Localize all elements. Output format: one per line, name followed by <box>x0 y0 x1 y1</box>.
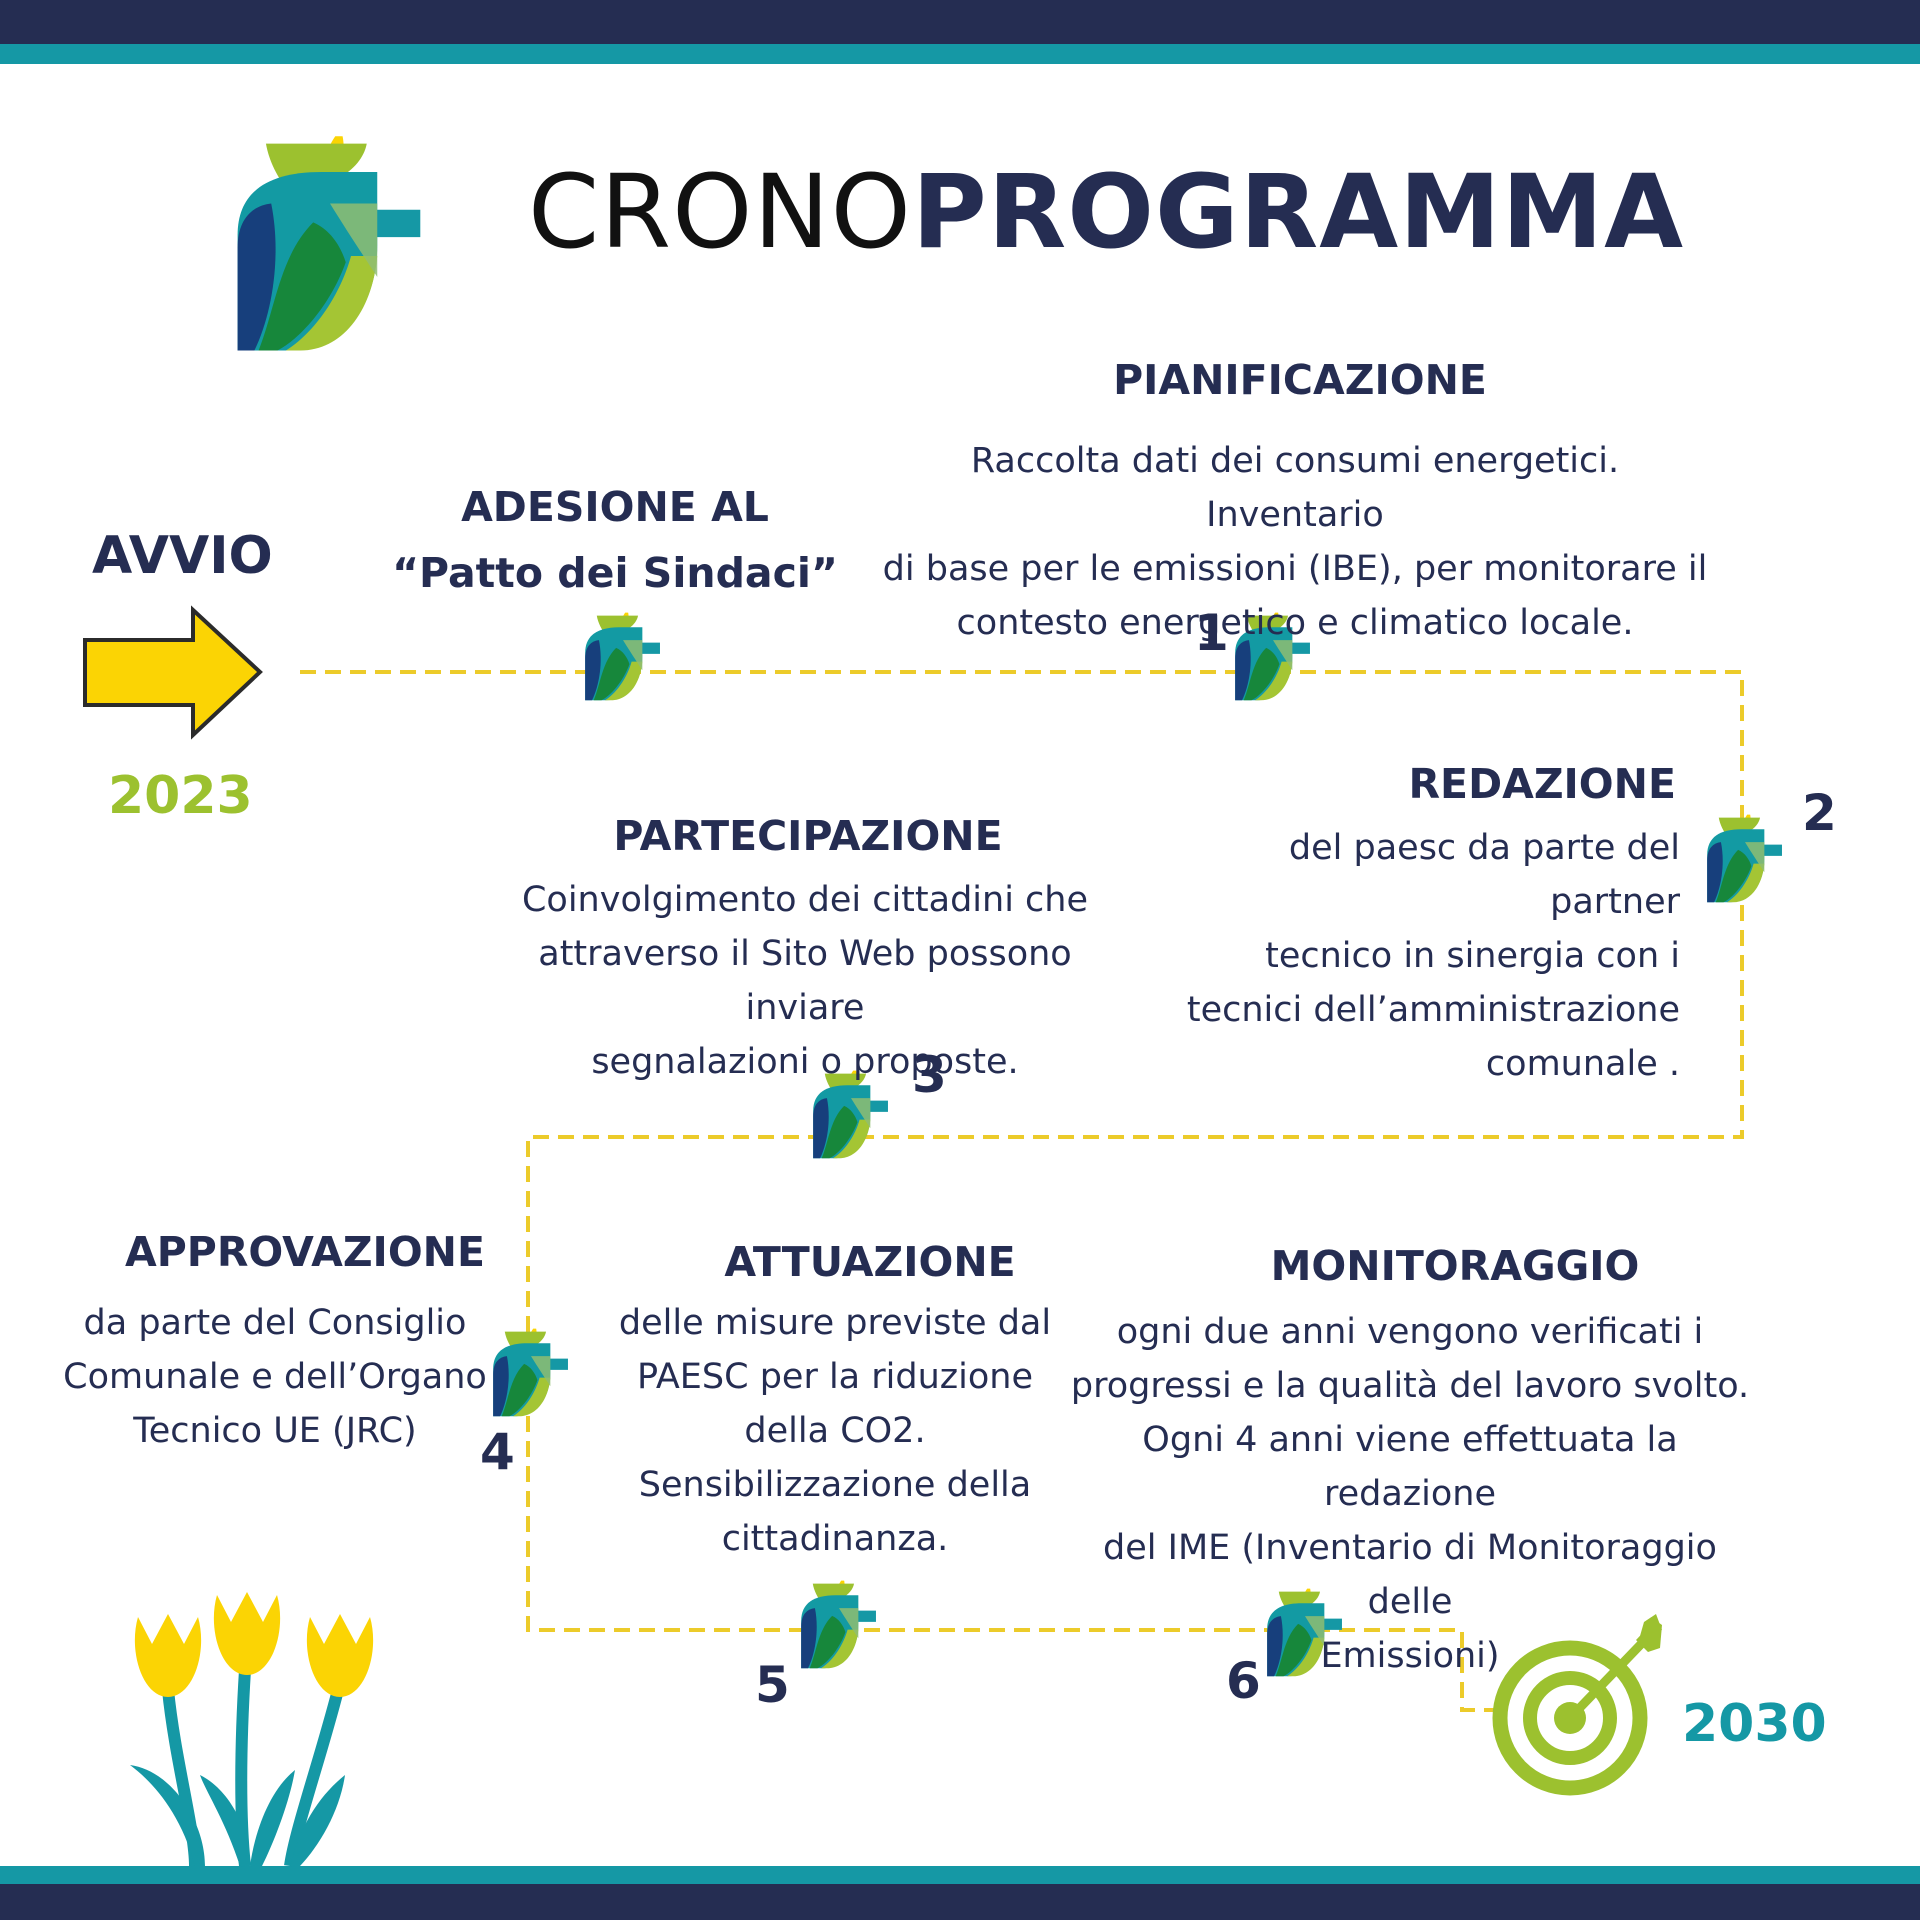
step-line: Comunale e dell’Organo <box>63 1357 487 1397</box>
target-icon <box>1492 1614 1662 1796</box>
page-title-light: CRONO <box>528 153 912 272</box>
step-number-3: 3 <box>912 1046 947 1104</box>
adesione-label: ADESIONE AL “Patto dei Sindaci” <box>390 474 840 606</box>
step-line: delle misure previste dal <box>618 1303 1052 1343</box>
step-line: contesto energetico e climatico locale. <box>956 603 1634 643</box>
step-title-3: PARTECIPAZIONE <box>613 812 1003 860</box>
step-line: da parte del Consiglio <box>83 1303 467 1343</box>
step-line: Coinvolgimento dei cittadini che <box>521 880 1088 920</box>
marker-step5-icon <box>801 1580 876 1669</box>
step-line: segnalazioni o proposte. <box>591 1042 1019 1082</box>
step-title-4: APPROVAZIONE <box>125 1228 485 1276</box>
adesione-line1: ADESIONE AL <box>461 483 769 531</box>
top-band-navy <box>0 0 1920 44</box>
top-band-teal <box>0 44 1920 64</box>
step-number-5: 5 <box>755 1656 790 1714</box>
step-number-1: 1 <box>1194 604 1229 662</box>
step-line: Sensibilizzazione della <box>638 1465 1032 1505</box>
step-text-2: del paesc da parte del partner tecnico i… <box>1150 821 1680 1091</box>
step-text-3: Coinvolgimento dei cittadini che attrave… <box>480 873 1130 1089</box>
step-number-2: 2 <box>1802 784 1837 842</box>
step-line: di base per le emissioni (IBE), per moni… <box>882 549 1708 589</box>
bottom-band-teal <box>0 1866 1920 1884</box>
marker-step2-icon <box>1707 814 1782 903</box>
step-text-5: delle misure previste dal PAESC per la r… <box>600 1296 1070 1566</box>
step-text-4: da parte del Consiglio Comunale e dell’O… <box>55 1296 495 1458</box>
timeline-path <box>300 670 1744 1712</box>
step-line: del IME (Inventario di Monitoraggio dell… <box>1103 1528 1717 1622</box>
step-text-6: ogni due anni vengono verificati i progr… <box>1060 1305 1760 1683</box>
tulips-illustration <box>130 1592 374 1867</box>
step-line: attraverso il Sito Web possono inviare <box>538 934 1072 1028</box>
marker-step4-icon <box>493 1328 568 1417</box>
step-title-2: REDAZIONE <box>1408 760 1676 808</box>
step-title-5: ATTUAZIONE <box>724 1238 1016 1286</box>
step-title-6: MONITORAGGIO <box>1270 1242 1640 1290</box>
start-label: AVVIO <box>92 526 273 586</box>
step-line: Emissioni) <box>1320 1636 1500 1676</box>
step-line: Raccolta dati dei consumi energetici. In… <box>970 441 1620 535</box>
start-year: 2023 <box>108 766 253 826</box>
step-line: cittadinanza. <box>721 1519 949 1559</box>
step-line: Tecnico UE (JRC) <box>133 1411 417 1451</box>
adesione-line2: “Patto dei Sindaci” <box>392 549 838 597</box>
bottom-band-navy <box>0 1884 1920 1920</box>
step-line: Ogni 4 anni viene effettuata la redazion… <box>1142 1420 1678 1514</box>
step-line: del paesc da parte del partner <box>1288 828 1680 922</box>
step-line: comunale . <box>1485 1044 1680 1084</box>
leaf-logo-icon <box>237 136 421 351</box>
marker-adesione-icon <box>585 612 660 701</box>
step-title-1: PIANIFICAZIONE <box>1113 356 1487 404</box>
step-line: ogni due anni vengono verificati i <box>1116 1312 1704 1352</box>
step-line: tecnici dell’amministrazione <box>1186 990 1680 1030</box>
step-number-4: 4 <box>480 1423 515 1481</box>
page-title-bold: PROGRAMMA <box>911 153 1685 272</box>
step-line: progressi e la qualità del lavoro svolto… <box>1070 1366 1750 1406</box>
step-number-6: 6 <box>1226 1652 1261 1710</box>
step-line: PAESC per la riduzione <box>636 1357 1033 1397</box>
step-text-1: Raccolta dati dei consumi energetici. In… <box>880 434 1710 650</box>
page-title: CRONOPROGRAMMA <box>528 162 1684 264</box>
step-line: della CO2. <box>744 1411 926 1451</box>
start-arrow-icon <box>83 605 263 740</box>
step-line: tecnico in sinergia con i <box>1265 936 1680 976</box>
finish-year: 2030 <box>1682 1694 1827 1754</box>
